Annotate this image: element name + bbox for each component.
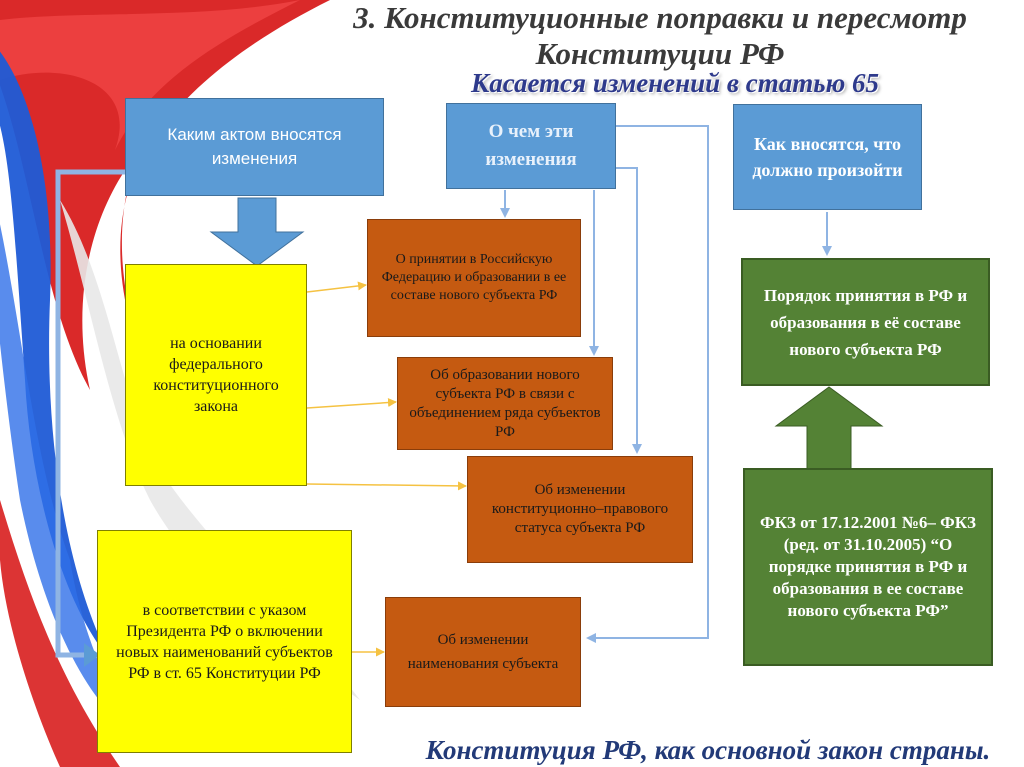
- header-act-text: Каким актом вносятся изменения: [167, 125, 342, 168]
- title-line-1: 3. Конституционные поправки и пересмотр: [353, 0, 967, 35]
- change-merge-text: Об образовании нового субъекта РФ в связ…: [409, 366, 601, 440]
- basis-decree: в соответствии с указом Президента РФ о …: [97, 530, 352, 753]
- procedure-law: ФКЗ от 17.12.2001 №6– ФКЗ (ред. от 31.10…: [743, 468, 993, 666]
- basis-decree-text: в соответствии с указом Президента РФ о …: [116, 601, 333, 682]
- gold-arrow-1: [306, 281, 367, 293]
- basis-federal-law-text: на основании федерального конституционно…: [153, 335, 279, 415]
- slide-subtitle: Касается изменений в статью 65: [470, 68, 880, 98]
- header-how: Как вносятся, что должно произойти: [733, 104, 922, 210]
- change-name-text: Об изменении наименования субъекта: [407, 632, 559, 672]
- red-ribbon-lower: [0, 500, 120, 767]
- header-how-text: Как вносятся, что должно произойти: [752, 134, 903, 180]
- left-connector-arrowhead: [84, 643, 100, 667]
- header-act: Каким актом вносятся изменения: [125, 98, 384, 196]
- slide-footer: Конституция РФ, как основной закон стран…: [425, 735, 991, 765]
- blue-ribbon-2: [0, 224, 140, 740]
- act-down-arrow: [209, 197, 305, 267]
- change-admission-text: О принятии в Российскую Федерацию и обра…: [381, 252, 567, 303]
- what-to-change3: [615, 167, 642, 454]
- red-ribbon: [0, 0, 330, 390]
- green-up-arrow: [774, 386, 884, 470]
- change-status-text: Об изменении конституционно–правового ст…: [491, 482, 669, 536]
- gold-arrow-3: [306, 481, 467, 491]
- procedure-law-text: ФКЗ от 17.12.2001 №6– ФКЗ (ред. от 31.10…: [759, 513, 976, 620]
- blue-ribbon: [0, 51, 110, 660]
- slide-title: 3. Конституционные поправки и пересмотр …: [300, 0, 1020, 72]
- procedure-order: Порядок принятия в РФ и образования в её…: [741, 258, 990, 386]
- header-what: О чем эти изменения: [446, 103, 616, 189]
- title-line-2: Конституции РФ: [535, 36, 785, 71]
- red-ribbon-highlight: [0, 0, 300, 150]
- change-admission: О принятии в Российскую Федерацию и обра…: [367, 219, 581, 337]
- change-merge: Об образовании нового субъекта РФ в связ…: [397, 357, 613, 450]
- basis-federal-law: на основании федерального конституционно…: [125, 264, 307, 486]
- header-what-text: О чем эти изменения: [485, 121, 577, 170]
- change-status: Об изменении конституционно–правового ст…: [467, 456, 693, 563]
- procedure-order-text: Порядок принятия в РФ и образования в её…: [763, 285, 968, 359]
- change-name: Об изменении наименования субъекта: [385, 597, 581, 707]
- what-to-change4: [586, 125, 709, 643]
- gold-arrow-2: [306, 398, 397, 409]
- left-connector: [55, 169, 128, 658]
